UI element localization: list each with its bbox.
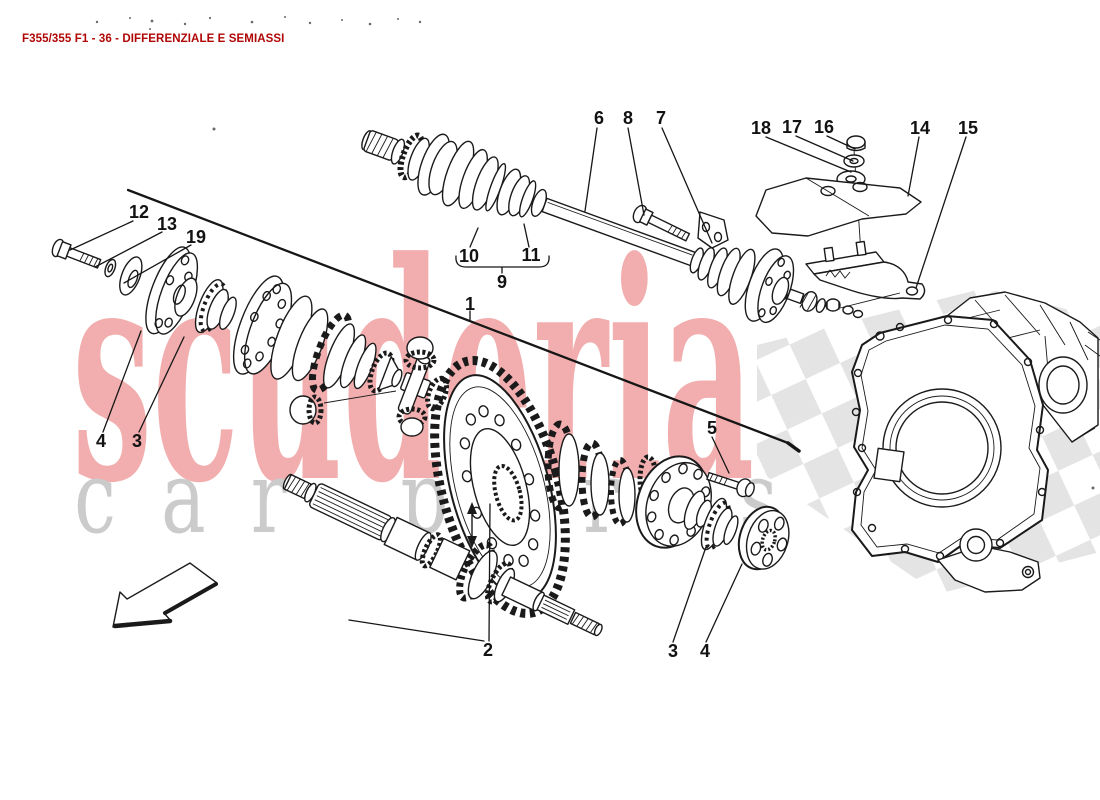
- retainer-plate-7: [697, 211, 729, 249]
- print-specks: [95, 16, 1095, 490]
- callout-3-left: 3: [131, 431, 143, 451]
- callout-3-right: 3: [667, 641, 679, 661]
- callout-1: 1: [464, 294, 476, 314]
- callout-11: 11: [521, 245, 541, 265]
- callout-7: 7: [655, 108, 667, 128]
- callout-16: 16: [813, 117, 835, 137]
- bevel-pinion-left: [289, 394, 324, 426]
- callout-14: 14: [909, 118, 931, 138]
- flange-4-left: [145, 246, 199, 335]
- heat-shield-14: [755, 177, 922, 237]
- pinion-shaft: [282, 473, 603, 637]
- callout-15: 15: [957, 118, 979, 138]
- bolt-12: [51, 238, 102, 269]
- assembly-line: [323, 390, 397, 404]
- callout-19: 19: [185, 227, 207, 247]
- flange-4-right: [737, 505, 790, 571]
- bolt-5: [706, 471, 755, 498]
- gearbox-housing: [851, 291, 1100, 593]
- heat-shield-group: [755, 135, 922, 269]
- bolt-8: [632, 204, 691, 242]
- callout-13: 13: [156, 214, 178, 234]
- washer-13: [104, 258, 117, 278]
- differential-assembly: [51, 238, 449, 415]
- callout-2: 2: [482, 640, 494, 660]
- callout-4-right: 4: [699, 641, 711, 661]
- diff-case: [232, 275, 377, 394]
- callout-9: 9: [496, 272, 508, 292]
- callout-6: 6: [593, 108, 605, 128]
- callout-8: 8: [622, 108, 634, 128]
- callout-10: 10: [458, 246, 480, 266]
- bearing-3-right: [700, 497, 739, 551]
- leader-lines: [69, 127, 967, 643]
- bevel-pinion-top: [403, 336, 437, 371]
- disc-19: [119, 256, 143, 296]
- washer-17: [843, 154, 865, 168]
- bevel-pinion-bottom: [396, 406, 428, 437]
- page-title: F355/355 F1 - 36 - DIFFERENZIALE E SEMIA…: [22, 33, 285, 45]
- direction-arrow: [112, 562, 218, 629]
- axle-shaft-assembly: [361, 130, 826, 324]
- callout-18: 18: [750, 118, 772, 138]
- callout-17: 17: [781, 117, 803, 137]
- mesh-arrow: [467, 502, 477, 548]
- nut-16: [846, 135, 866, 152]
- bearing-3-left: [194, 278, 237, 334]
- callout-5: 5: [706, 418, 718, 438]
- side-gear: [367, 350, 403, 394]
- callout-12: 12: [128, 202, 150, 222]
- callout-4-left: 4: [95, 431, 107, 451]
- support-bracket-15: [805, 240, 926, 319]
